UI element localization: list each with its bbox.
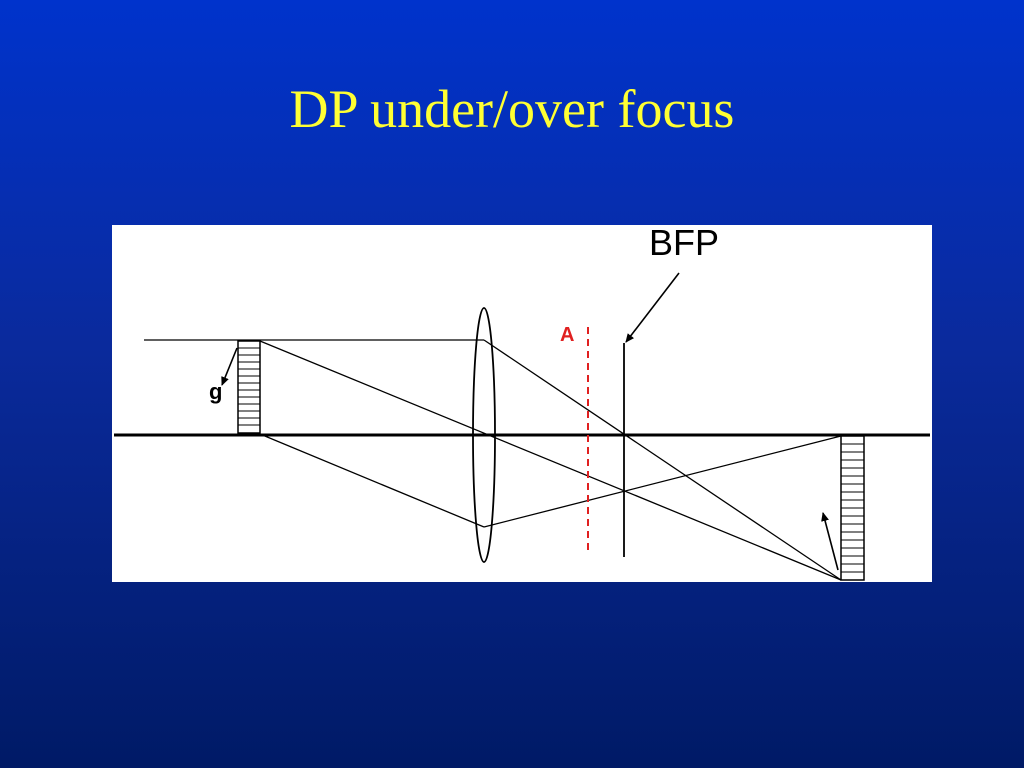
ray-diagram: BFP A g — [114, 225, 930, 581]
ray-lens-top-to-image — [483, 339, 842, 581]
slide-title: DP under/over focus — [289, 79, 735, 139]
image-pointer-arrow — [821, 512, 839, 571]
object-grating — [237, 340, 261, 434]
image-grating — [840, 435, 865, 581]
ray-diagram-panel: BFP A g — [112, 225, 932, 582]
ray-object-bottom-to-lens — [259, 433, 485, 528]
lens — [472, 307, 496, 563]
bfp-pointer-arrow — [625, 272, 680, 343]
ray-chief-top — [259, 340, 842, 581]
ray-lens-bottom-to-image — [483, 435, 842, 528]
plane-a-label: A — [560, 324, 574, 346]
object-label: g — [209, 379, 222, 404]
ray-lines — [144, 339, 842, 581]
object-pointer-arrow — [221, 347, 238, 386]
bfp-label: BFP — [649, 225, 719, 263]
